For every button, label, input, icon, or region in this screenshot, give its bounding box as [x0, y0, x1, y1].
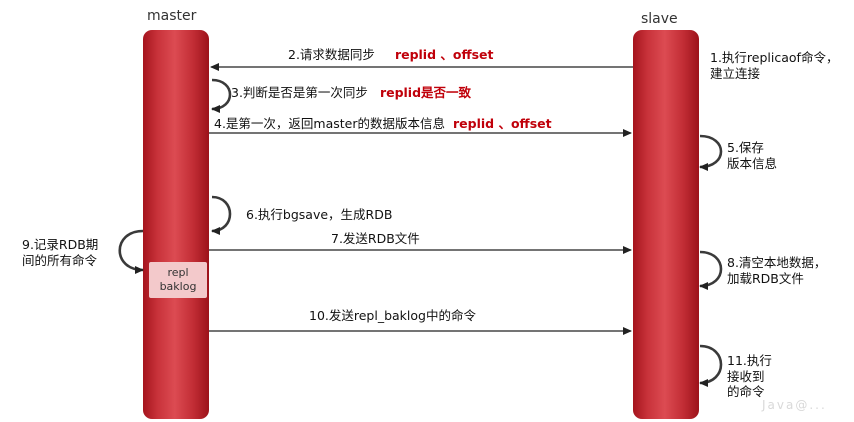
- repl-buffer-line2: baklog: [159, 280, 197, 293]
- step-1-label: 1.执行replicaof命令，建立连接: [710, 50, 839, 81]
- loop-execute-commands: [699, 344, 723, 387]
- step-4-highlight: replid 、offset: [453, 116, 552, 131]
- loop-load-rdb: [699, 250, 723, 290]
- loop-save-version: [699, 134, 723, 171]
- step-7-label: 7.发送RDB文件: [331, 231, 420, 246]
- loop-judge-first-sync: [211, 78, 232, 113]
- step-9-label: 9.记录RDB期间的所有命令: [22, 237, 99, 268]
- loop-bgsave: [211, 195, 232, 235]
- step-3-highlight: replid是否一致: [379, 85, 472, 100]
- watermark: Java@...: [762, 398, 827, 412]
- step-8-label: 8.清空本地数据，加载RDB文件: [727, 255, 827, 286]
- step-10-label: 10.发送repl_baklog中的命令: [309, 308, 476, 323]
- step-11-label: 11.执行接收到的命令: [727, 353, 772, 400]
- slave-node: [633, 30, 699, 419]
- repl-buffer-line1: repl: [167, 266, 189, 279]
- repl-baklog-buffer: repl baklog: [149, 262, 207, 298]
- loop-record-commands: [118, 229, 144, 274]
- step-6-label: 6.执行bgsave，生成RDB: [246, 207, 393, 222]
- master-node: [143, 30, 209, 419]
- step-2-highlight: replid 、offset: [394, 47, 494, 62]
- slave-title: slave: [641, 11, 678, 27]
- master-title: master: [147, 8, 197, 24]
- step-5-label: 5.保存版本信息: [727, 140, 778, 171]
